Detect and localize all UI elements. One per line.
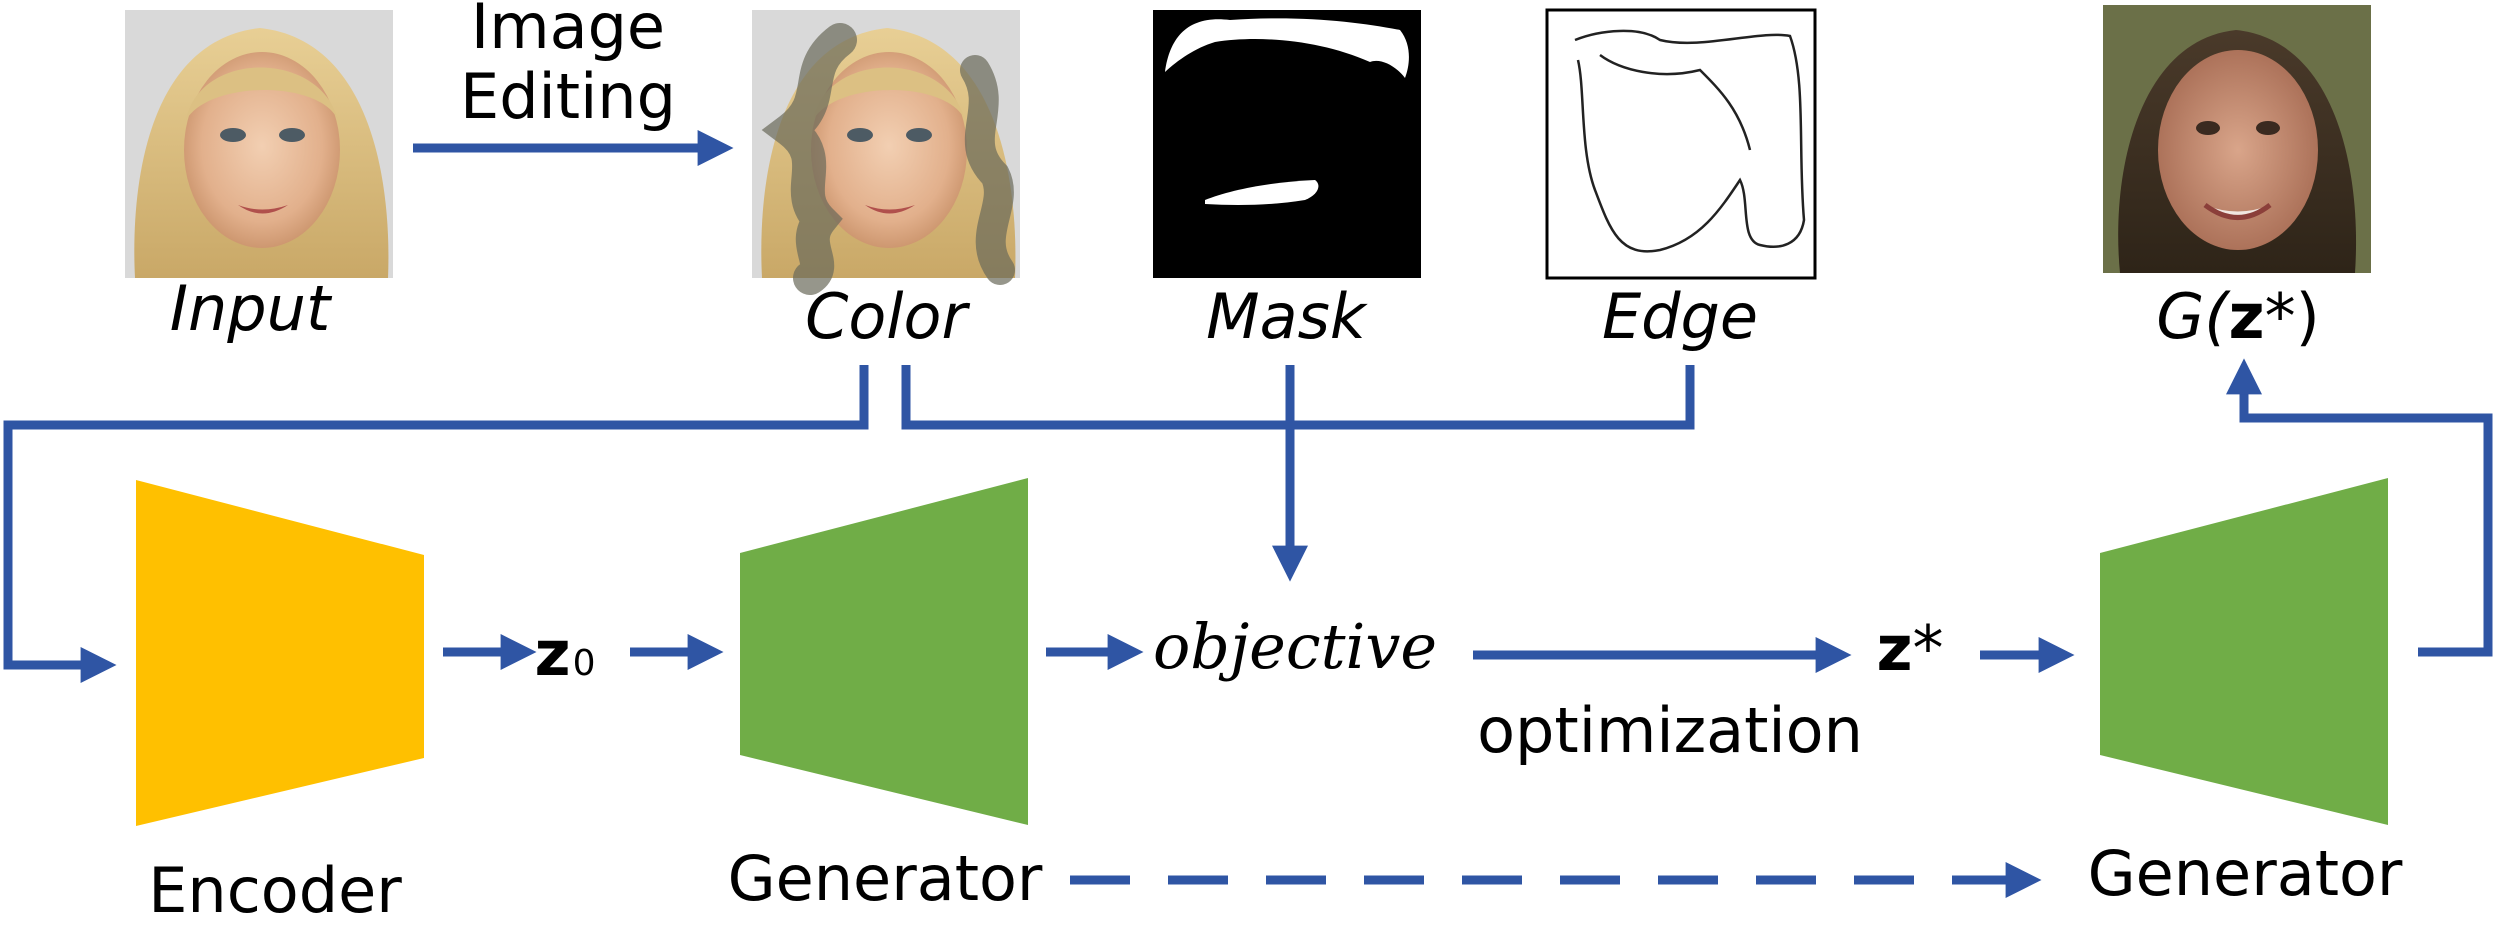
image-editing-label-line2: Editing bbox=[460, 60, 676, 133]
input-label: Input bbox=[170, 272, 333, 345]
edge-label: Edge bbox=[1602, 280, 1758, 353]
color-label: Color bbox=[805, 280, 970, 353]
encoder-label: Encoder bbox=[148, 854, 402, 927]
generator-label-left: Generator bbox=[728, 842, 1043, 915]
edge-image bbox=[1545, 8, 1817, 280]
constraints-bus-line bbox=[901, 365, 1695, 430]
optimization-label: optimization bbox=[1477, 694, 1863, 767]
color-image bbox=[752, 10, 1020, 295]
generator-label-right: Generator bbox=[2088, 837, 2403, 910]
generator-block-left bbox=[740, 478, 1028, 825]
encoder-block bbox=[136, 480, 424, 826]
zstar-label: z* bbox=[1876, 612, 1943, 685]
generator-block-right bbox=[2100, 478, 2388, 825]
gz-star-label: G(z*) bbox=[2156, 280, 2320, 353]
output-image bbox=[2103, 5, 2371, 273]
z0-label: z0 bbox=[535, 617, 596, 690]
input-image bbox=[125, 10, 393, 278]
generator-to-output-arrow bbox=[2226, 358, 2493, 657]
mask-label: Mask bbox=[1206, 280, 1368, 353]
image-editing-label-line1: Image bbox=[471, 0, 665, 63]
objective-label: objective bbox=[1153, 610, 1437, 683]
color-to-encoder-arrow bbox=[3, 365, 869, 683]
mask-image bbox=[1153, 10, 1421, 278]
